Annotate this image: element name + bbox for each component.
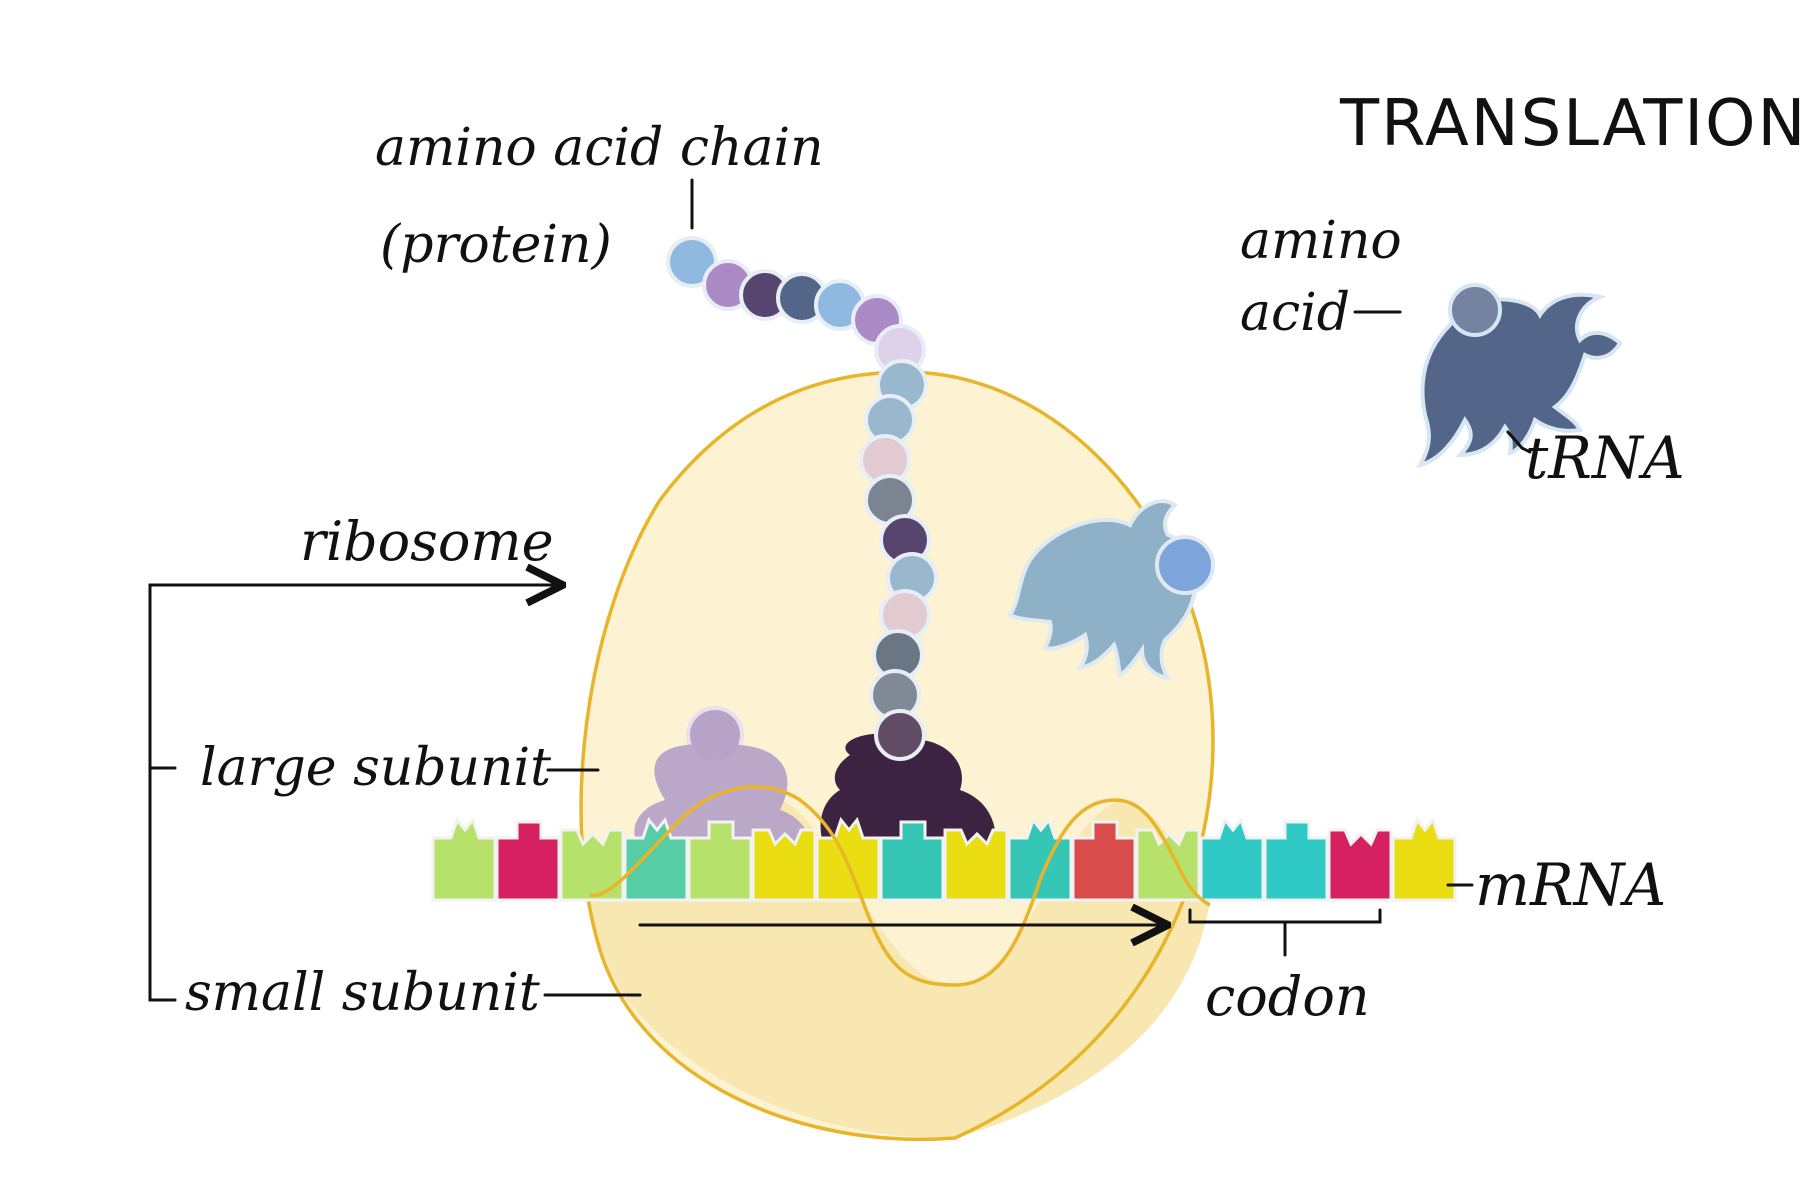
amino-acid-bead (874, 709, 926, 761)
mrna-nucleotide (495, 820, 561, 902)
trna-label: tRNA (1525, 424, 1685, 492)
mrna-nucleotide (943, 828, 1009, 902)
mrna-nucleotide (687, 820, 753, 902)
amino-acid-chain-label-line2: (protein) (380, 215, 612, 275)
mrna-nucleotide (431, 816, 497, 902)
mrna-nucleotide (1135, 828, 1201, 902)
mrna-nucleotide (1327, 828, 1393, 902)
trna-pointer (1506, 430, 1532, 454)
amino-acid-chain (666, 236, 938, 761)
entering-amino-acid (1155, 535, 1215, 595)
mrna-nucleotide (1007, 816, 1073, 902)
free-amino-acid (1448, 283, 1502, 337)
amino-acid-label-line2: acid (1240, 283, 1350, 343)
codon-label: codon (1205, 965, 1370, 1028)
diagram-title: TRANSLATION (1339, 87, 1800, 161)
entering-trna (1007, 499, 1215, 681)
mrna-nucleotide (1263, 820, 1329, 902)
mrna-nucleotide (879, 820, 945, 902)
free-trna-body (1415, 292, 1623, 469)
amino-acid-label-line1: amino (1240, 211, 1402, 271)
mrna-nucleotide (751, 828, 817, 902)
free-trna (1415, 283, 1623, 469)
small-subunit-label: small subunit (185, 963, 540, 1023)
mrna-nucleotide (1391, 816, 1457, 902)
mrna-nucleotide (559, 828, 625, 902)
mrna-nucleotide (1199, 816, 1265, 902)
amino-acid-chain-label-line1: amino acid chain (375, 118, 824, 178)
entering-trna-body (1007, 499, 1198, 681)
ribosome-wave-outline (589, 785, 1211, 987)
mrna-nucleotide (1071, 820, 1137, 902)
ribosome-label: ribosome (300, 510, 554, 573)
mrna-nucleotide (815, 816, 881, 902)
mrna-label: mRNA (1475, 851, 1666, 919)
mrna-nucleotide (623, 816, 689, 902)
large-subunit-label: large subunit (200, 738, 551, 798)
codon-bracket (1188, 908, 1382, 957)
mrna-strand (431, 816, 1457, 902)
